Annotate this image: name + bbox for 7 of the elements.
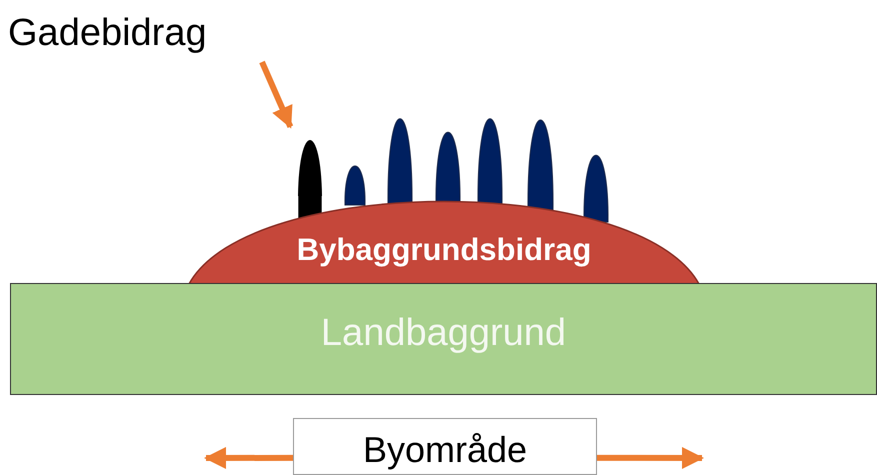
urban-background-dome: [188, 196, 700, 284]
urban-area-box: [293, 418, 597, 475]
rural-background-band: [10, 283, 877, 395]
region-label: Landbaggrund: [320, 312, 568, 356]
region-label: Byområde: [362, 429, 528, 470]
region-label: Bybaggrundsbidrag: [296, 232, 592, 268]
callout-text: Gadebidrag: [8, 12, 208, 56]
